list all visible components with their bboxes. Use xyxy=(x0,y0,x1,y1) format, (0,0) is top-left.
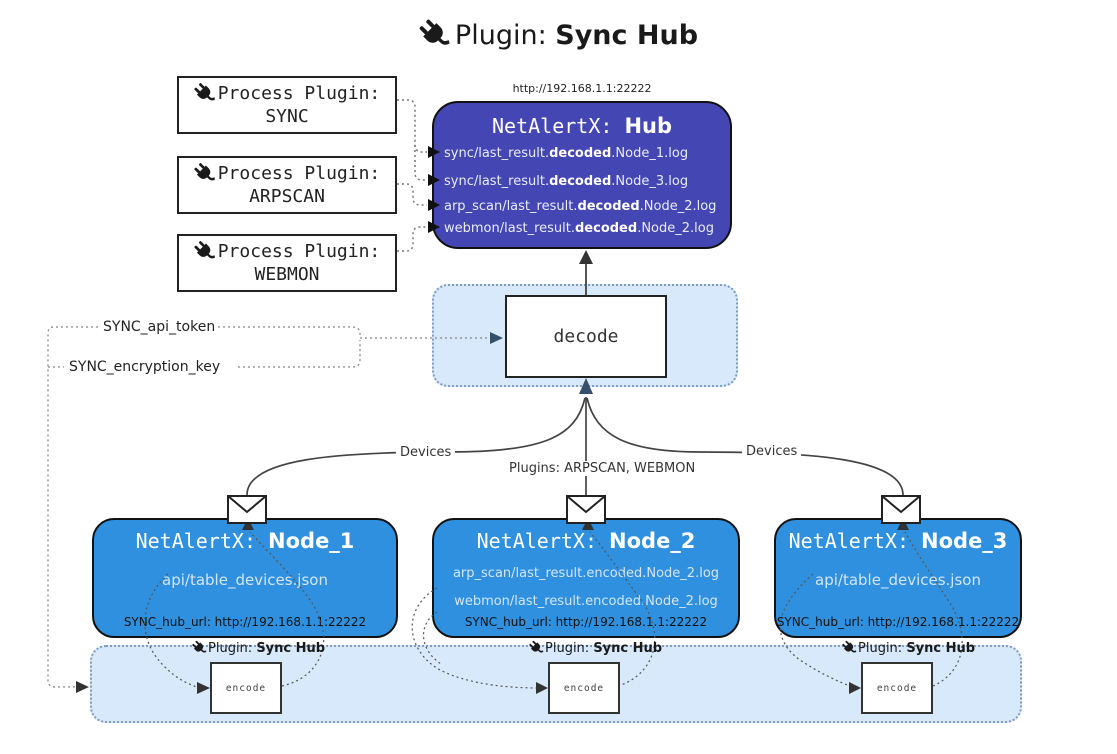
fan-to-decode-arrow xyxy=(579,378,593,394)
hub-box: NetAlertX: Hub sync/last_result.decoded.… xyxy=(432,101,732,249)
sync-api-token-label: SYNC_api_token xyxy=(100,319,219,335)
node-title: NetAlertX: Node_2 xyxy=(476,529,696,553)
process-plugin-box-webmon: Process Plugin: WEBMON xyxy=(177,234,397,292)
node-file-line: webmon/last_result.encoded.Node_2.log xyxy=(454,594,718,609)
process-plugin-name: WEBMON xyxy=(254,264,320,285)
process-plugin-label: Process Plugin: xyxy=(217,240,381,262)
encode-box-3: encode xyxy=(861,662,933,714)
hub-title: NetAlertX: Hub xyxy=(434,114,730,138)
token-connectors xyxy=(47,326,490,688)
page-title-prefix: Plugin: xyxy=(454,20,556,51)
node-box-1: NetAlertX: Node_1 api/table_devices.json… xyxy=(92,518,398,638)
devices-left-label: Devices xyxy=(396,445,456,460)
node-box-3: NetAlertX: Node_3 api/table_devices.json… xyxy=(774,518,1022,638)
encode-plugin-label-2: Plugin: Sync Hub xyxy=(529,640,662,656)
hub-log-line: arp_scan/last_result.decoded.Node_2.log xyxy=(444,199,717,214)
token-to-decode-arrow xyxy=(490,332,503,344)
hub-title-name: Hub xyxy=(624,114,672,138)
hub-title-prefix: NetAlertX: xyxy=(491,114,625,138)
hub-log-line: sync/last_result.decoded.Node_1.log xyxy=(444,146,689,161)
process-plugin-name: ARPSCAN xyxy=(249,186,325,207)
process-plugin-label: Process Plugin: xyxy=(217,162,381,184)
node-hub-url: SYNC_hub_url: http://192.168.1.1:22222 xyxy=(123,615,367,629)
key-to-panel-arrow xyxy=(76,681,89,693)
node-file-line: api/table_devices.json xyxy=(162,571,328,589)
devices-right-label: Devices xyxy=(742,444,802,459)
hub-log-line: webmon/last_result.decoded.Node_2.log xyxy=(444,221,714,236)
node-encode-curves xyxy=(144,531,963,689)
plugin-to-hub-connectors xyxy=(397,99,427,252)
node-title: NetAlertX: Node_3 xyxy=(788,529,1008,553)
encode-plugin-label-1: Plugin: Sync Hub xyxy=(192,640,325,656)
page-title: Plugin: Sync Hub xyxy=(0,18,1117,51)
process-plugin-box-arpscan: Process Plugin: ARPSCAN xyxy=(177,156,397,214)
devices-fan-curves xyxy=(246,397,904,496)
node-file-line: api/table_devices.json xyxy=(815,571,981,589)
decode-to-hub-arrow xyxy=(579,250,593,264)
envelope-icon-node2 xyxy=(566,495,606,524)
node-box-2: NetAlertX: Node_2 arp_scan/last_result.e… xyxy=(432,518,740,638)
node-file-line: arp_scan/last_result.encoded.Node_2.log xyxy=(452,566,720,581)
envelope-icon-node3 xyxy=(881,495,921,524)
envelope-icon-node1 xyxy=(227,495,267,524)
encode-box-2: encode xyxy=(548,662,620,714)
page-title-name: Sync Hub xyxy=(555,20,699,51)
encode-arrowheads xyxy=(197,518,909,694)
node-title: NetAlertX: Node_1 xyxy=(135,529,355,553)
plugins-between-label: Plugins: ARPSCAN, WEBMON xyxy=(505,461,700,476)
process-plugin-label: Process Plugin: xyxy=(217,82,381,104)
plug-icon xyxy=(192,640,207,655)
decode-box: decode xyxy=(505,295,667,378)
plug-icon xyxy=(529,640,544,655)
encode-plugin-label-3: Plugin: Sync Hub xyxy=(842,640,975,656)
hub-line-arrowheads xyxy=(428,146,440,233)
process-plugin-box-sync: Process Plugin: SYNC xyxy=(177,76,397,134)
hub-log-line: sync/last_result.decoded.Node_3.log xyxy=(444,174,689,189)
sync-encryption-key-label: SYNC_encryption_key xyxy=(66,359,224,375)
hub-url: http://192.168.1.1:22222 xyxy=(512,82,652,95)
node-hub-url: SYNC_hub_url: http://192.168.1.1:22222 xyxy=(776,615,1020,629)
node-hub-url: SYNC_hub_url: http://192.168.1.1:22222 xyxy=(464,615,708,629)
process-plugin-name: SYNC xyxy=(265,106,309,127)
plug-icon xyxy=(842,640,857,655)
encode-box-1: encode xyxy=(210,662,282,714)
